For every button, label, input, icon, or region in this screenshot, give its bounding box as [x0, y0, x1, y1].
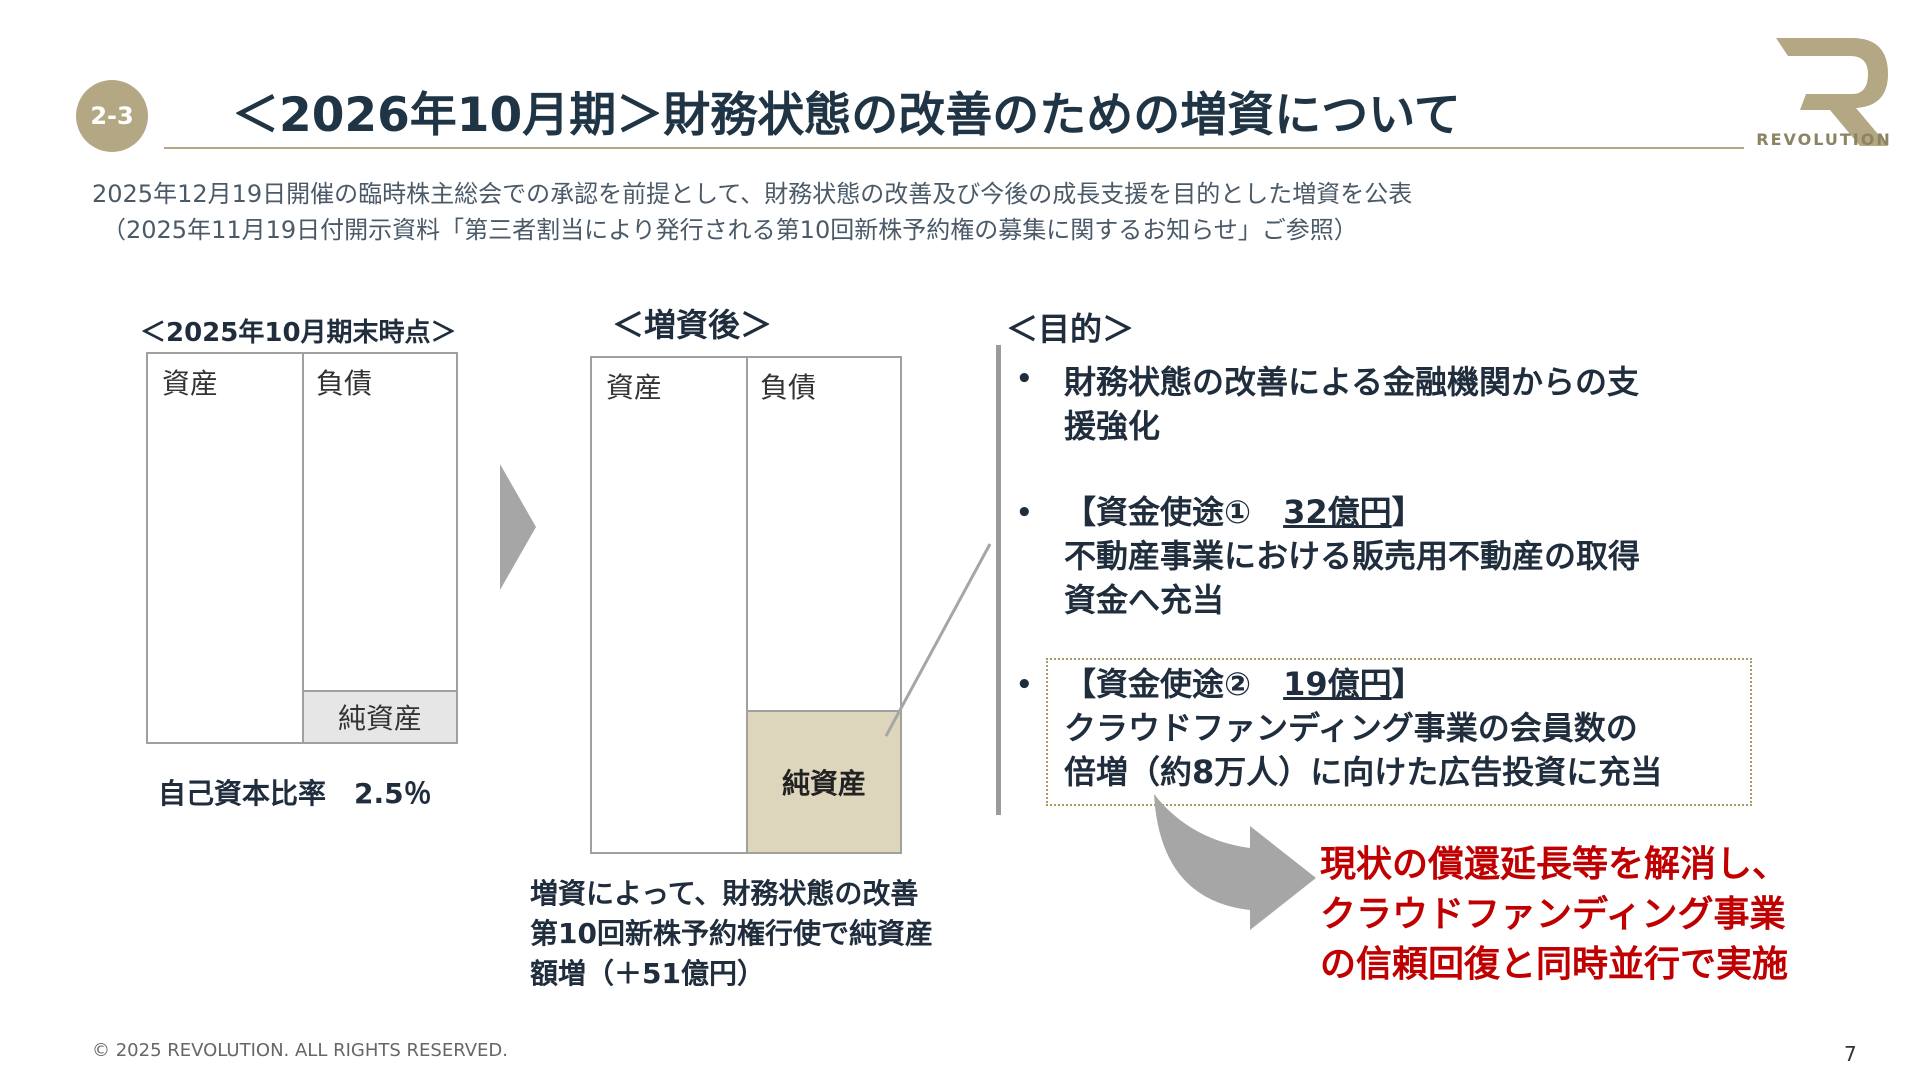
after-liabilities-label: 負債	[760, 371, 817, 404]
after-balance-sheet: 資産 負債 純資産	[590, 356, 902, 854]
purpose-item-2: 【資金使途① 32億円】 不動産事業における販売用不動産の取得 資金へ充当	[1064, 490, 1640, 622]
fund-use-1-bracket: 】	[1391, 493, 1424, 531]
page-number: 7	[1844, 1042, 1857, 1066]
fund-use-1-amount: 32億円	[1283, 493, 1392, 531]
after-heading: ＜増資後＞	[612, 306, 773, 344]
fund-use-2-highlight-box	[1046, 658, 1752, 806]
purpose-item-1-line-2: 援強化	[1064, 407, 1161, 445]
bullet-3: •	[1016, 670, 1033, 700]
result-line-3: の信頼回復と同時並行で実施	[1320, 944, 1789, 985]
copyright: © 2025 REVOLUTION. ALL RIGHTS RESERVED.	[92, 1040, 508, 1061]
bullet-1: •	[1016, 364, 1033, 394]
fund-use-2-label: 【資金使途②	[1064, 665, 1284, 703]
fund-use-2-amount: 19億円	[1283, 665, 1392, 703]
result-text: 現状の償還延長等を解消し、 クラウドファンディング事業 の信頼回復と同時並行で実…	[1320, 840, 1788, 990]
fund-use-2-bracket: 】	[1391, 665, 1424, 703]
before-assets-label: 資産	[162, 367, 219, 400]
purpose-item-1-line-1: 財務状態の改善による金融機関からの支	[1064, 363, 1640, 401]
title-underline	[164, 147, 1744, 149]
arrow-right-icon	[500, 464, 536, 590]
equity-ratio: 自己資本比率 2.5％	[158, 777, 432, 810]
purpose-item-2-line-3: 資金へ充当	[1064, 581, 1225, 619]
curved-arrow-icon	[1154, 794, 1316, 930]
before-heading: ＜2025年10月期末時点＞	[140, 318, 457, 348]
after-note-line-1: 増資によって、財務状態の改善	[530, 877, 919, 910]
purpose-item-2-line-1: 【資金使途① 32億円】	[1064, 490, 1640, 534]
bullet-2: •	[1016, 498, 1033, 528]
after-net-assets: 純資産	[748, 710, 900, 852]
purpose-item-3-line-2: クラウドファンディング事業の会員数の	[1064, 709, 1638, 747]
after-note-line-2: 第10回新株予約権行使で純資産	[530, 917, 933, 950]
section-badge: 2-3	[76, 80, 148, 152]
connector-line	[884, 543, 992, 737]
logo-text: REVOLUTION	[1756, 130, 1892, 149]
purpose-item-2-line-2: 不動産事業における販売用不動産の取得	[1064, 537, 1641, 575]
intro-line-2: （2025年11月19日付開示資料「第三者割当により発行される第10回新株予約権…	[102, 216, 1358, 244]
fund-use-1-label: 【資金使途①	[1064, 493, 1284, 531]
before-balance-sheet: 資産 負債 純資産	[146, 352, 458, 744]
revolution-logo-icon	[1776, 38, 1888, 146]
intro-text: 2025年12月19日開催の臨時株主総会での承認を前提として、財務状態の改善及び…	[92, 176, 1412, 248]
purpose-bar	[996, 345, 1001, 815]
intro-line-1: 2025年12月19日開催の臨時株主総会での承認を前提として、財務状態の改善及び…	[92, 180, 1413, 208]
purpose-heading: ＜目的＞	[1006, 310, 1135, 348]
page-title: ＜2026年10月期＞財務状態の改善のための増資について	[232, 88, 1461, 143]
purpose-item-3-line-1: 【資金使途② 19億円】	[1064, 662, 1662, 706]
purpose-item-1: 財務状態の改善による金融機関からの支 援強化	[1064, 360, 1639, 448]
after-divider	[746, 358, 748, 852]
result-line-1: 現状の償還延長等を解消し、	[1320, 844, 1789, 885]
after-note: 増資によって、財務状態の改善 第10回新株予約権行使で純資産 額増（＋51億円）	[530, 874, 933, 994]
before-net-assets: 純資産	[304, 690, 456, 742]
after-assets-label: 資産	[606, 371, 663, 404]
after-note-line-3: 額増（＋51億円）	[530, 957, 765, 990]
before-divider	[302, 354, 304, 742]
purpose-item-3: 【資金使途② 19億円】 クラウドファンディング事業の会員数の 倍増（約8万人）…	[1064, 662, 1662, 794]
before-liabilities-label: 負債	[316, 367, 373, 400]
result-line-2: クラウドファンディング事業	[1320, 894, 1786, 935]
purpose-item-3-line-3: 倍増（約8万人）に向けた広告投資に充当	[1064, 753, 1663, 791]
